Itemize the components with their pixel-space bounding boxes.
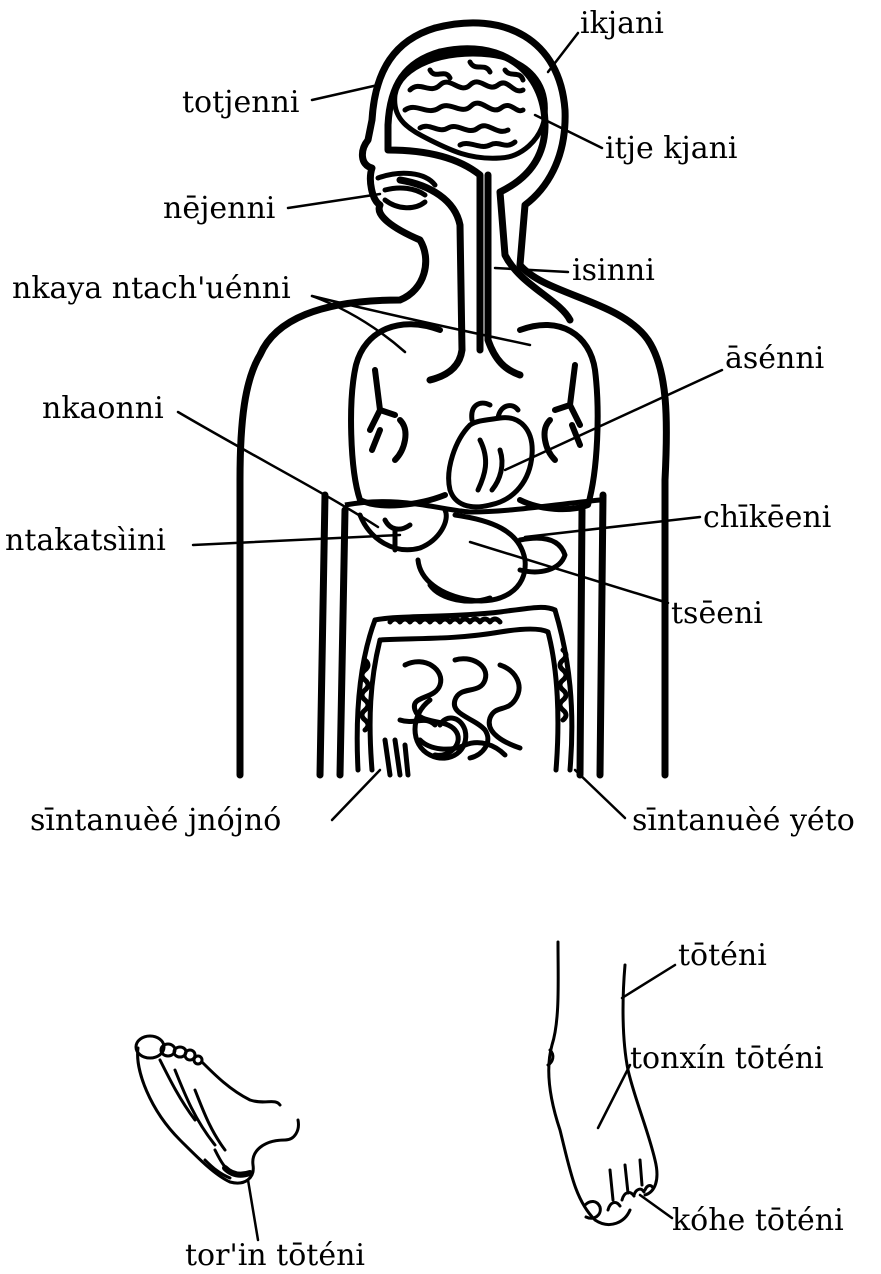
label-totjenni: totjenni [182, 85, 299, 120]
label-asenni: āsénni [725, 341, 824, 376]
liver-stomach-illustration [360, 510, 565, 601]
label-nkaya-ntach-uenni: nkaya ntach'uénni [12, 271, 291, 306]
heart-illustration [449, 403, 532, 507]
label-isinni: isinni [572, 253, 655, 288]
label-itje-kjani: itje kjani [605, 131, 738, 166]
intestines-illustration [357, 607, 572, 775]
lungs-illustration [351, 324, 598, 509]
label-nkaonni: nkaonni [42, 391, 164, 426]
label-kohe-toteni: kóhe tōténi [672, 1203, 844, 1238]
label-sintanuee-jnojno: sīntanuèé jnójnó [30, 803, 281, 838]
label-torin-toteni: tor'in tōténi [185, 1238, 365, 1273]
label-sintanuee-yeto: sīntanuèé yéto [632, 803, 855, 838]
label-tseeni: tsēeni [671, 596, 763, 631]
label-tonxin-toteni: tonxín tōténi [630, 1041, 824, 1076]
foot-top-illustration [548, 942, 657, 1225]
body-outline [240, 23, 666, 775]
label-ntakatsiini: ntakatsìini [5, 523, 166, 558]
label-chikeeni: chīkēeni [703, 500, 831, 535]
foot-sole-illustration [136, 1036, 298, 1183]
label-toteni: tōténi [678, 938, 767, 973]
label-ikjani: ikjani [580, 6, 664, 41]
label-nejenni: nējenni [163, 191, 275, 226]
